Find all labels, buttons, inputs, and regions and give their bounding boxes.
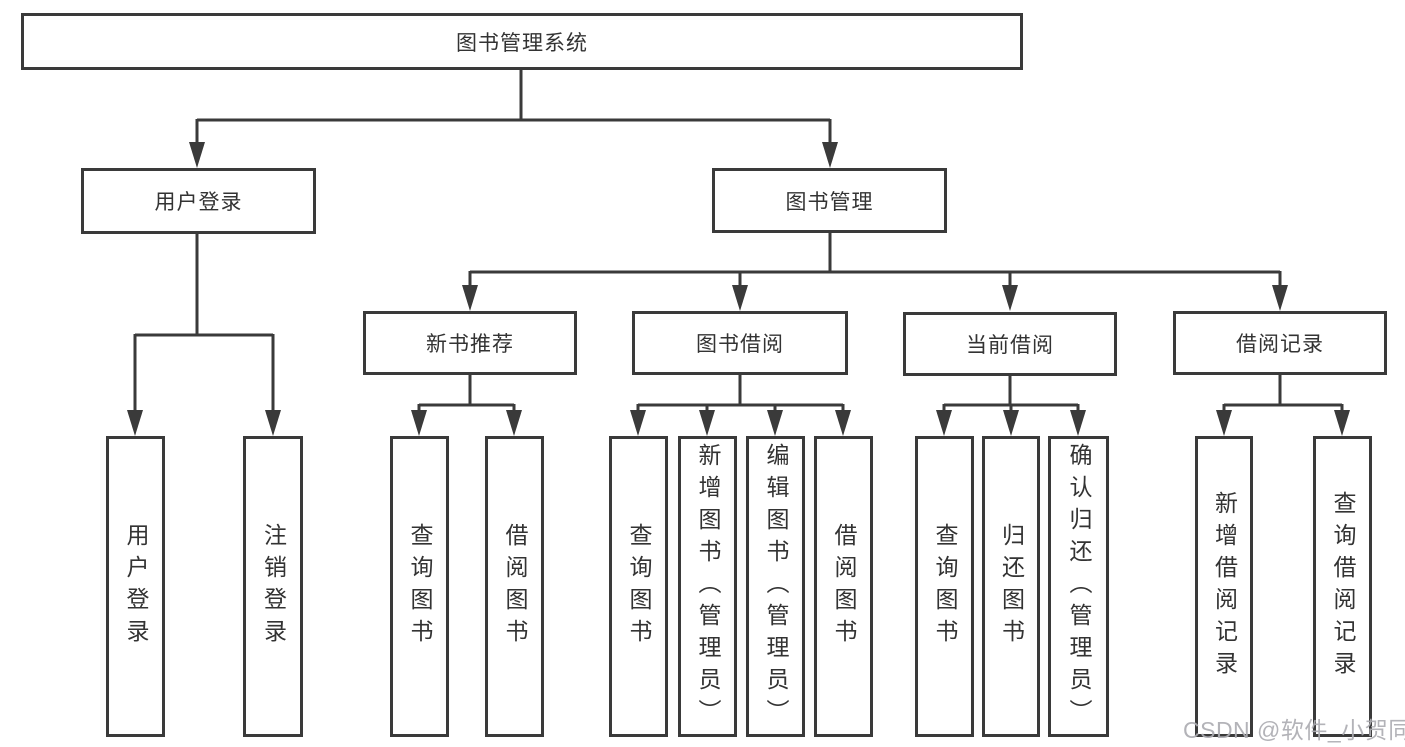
leaf-user-login-label: 用户登录 [123, 522, 149, 651]
leaf-recommend-borrow-books-label: 借阅图书 [502, 522, 528, 651]
leaf-recommend-query-books: 查询图书 [390, 436, 449, 737]
node-new-book-recommend: 新书推荐 [363, 311, 577, 375]
node-new-book-recommend-label: 新书推荐 [426, 333, 514, 356]
node-borrow-records: 借阅记录 [1173, 311, 1387, 375]
connector-segments [133, 69, 1344, 414]
node-book-borrow: 图书借阅 [632, 311, 848, 375]
leaf-return-books-label: 归还图书 [998, 522, 1025, 651]
leaf-add-books-admin: 新增图书（管理员） [678, 436, 737, 737]
node-book-management-label: 图书管理 [785, 190, 874, 214]
leaf-borrow-query-books: 查询图书 [609, 436, 668, 737]
leaf-edit-books-admin: 编辑图书（管理员） [746, 436, 805, 737]
leaf-edit-books-admin-label: 编辑图书（管理员） [763, 442, 789, 731]
leaf-current-query-books: 查询图书 [915, 436, 974, 737]
leaf-logout: 注销登录 [243, 436, 303, 737]
node-book-borrow-label: 图书借阅 [696, 333, 784, 356]
node-borrow-records-label: 借阅记录 [1236, 333, 1324, 356]
leaf-confirm-return-admin-label: 确认归还（管理员） [1066, 442, 1092, 731]
leaf-query-borrow-record: 查询借阅记录 [1313, 436, 1372, 737]
leaf-recommend-borrow-books: 借阅图书 [485, 436, 544, 737]
leaf-add-books-admin-label: 新增图书（管理员） [695, 442, 721, 731]
node-root-label: 图书管理系统 [456, 31, 588, 55]
leaf-logout-label: 注销登录 [260, 522, 287, 651]
leaf-recommend-query-books-label: 查询图书 [407, 522, 433, 651]
node-book-management: 图书管理 [712, 168, 947, 233]
node-user-login-label: 用户登录 [154, 191, 243, 214]
leaf-borrow-books: 借阅图书 [814, 436, 873, 737]
watermark: CSDN @软件_小贺同学 [1183, 717, 1405, 743]
leaf-add-borrow-record: 新增借阅记录 [1195, 436, 1253, 737]
leaf-add-borrow-record-label: 新增借阅记录 [1211, 490, 1238, 683]
node-root: 图书管理系统 [21, 13, 1023, 70]
arrowheads [127, 142, 1350, 436]
leaf-borrow-query-books-label: 查询图书 [626, 522, 652, 651]
node-user-login: 用户登录 [81, 168, 316, 234]
leaf-borrow-books-label: 借阅图书 [831, 522, 857, 651]
node-current-borrow: 当前借阅 [903, 312, 1117, 376]
leaf-query-borrow-record-label: 查询借阅记录 [1330, 490, 1356, 683]
leaf-user-login: 用户登录 [106, 436, 165, 737]
leaf-confirm-return-admin: 确认归还（管理员） [1048, 436, 1109, 737]
leaf-current-query-books-label: 查询图书 [932, 522, 958, 651]
leaf-return-books: 归还图书 [982, 436, 1040, 737]
node-current-borrow-label: 当前借阅 [966, 334, 1054, 357]
